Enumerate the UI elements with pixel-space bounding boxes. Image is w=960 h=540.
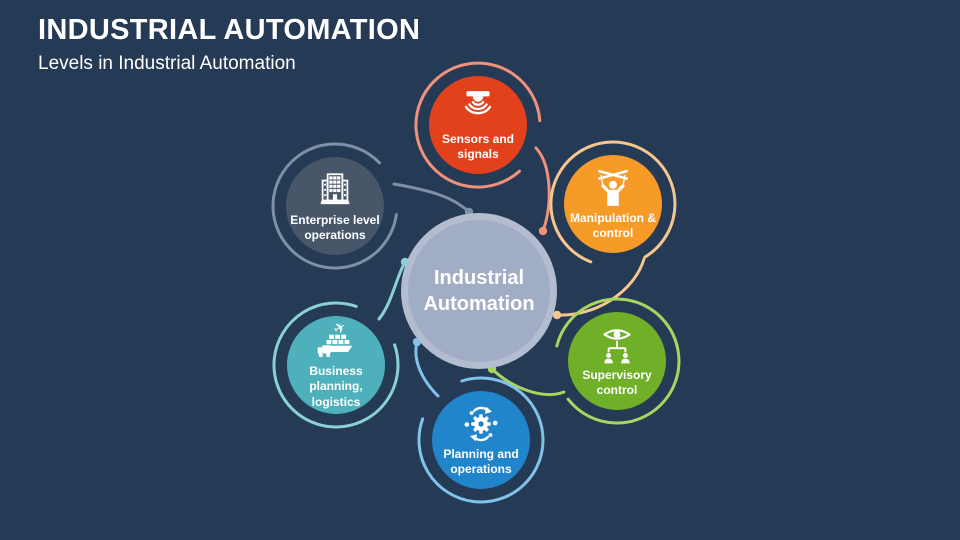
gear-sync-icon — [464, 406, 498, 442]
center-node: Industrial Automation — [401, 213, 557, 369]
ring-business — [272, 301, 400, 429]
connector-enterprise — [392, 182, 471, 214]
ring-planning — [417, 376, 545, 504]
connector-end-manipulation — [552, 310, 562, 320]
connector-planning — [414, 340, 440, 398]
node-manipulation: Manipulation & control — [560, 151, 666, 257]
page-title: INDUSTRIAL AUTOMATION — [38, 14, 421, 46]
page-subtitle: Levels in Industrial Automation — [38, 53, 296, 75]
building-icon — [320, 173, 350, 205]
ring-enterprise — [271, 142, 398, 270]
node-supervisory: Supervisory control — [564, 308, 670, 414]
ring-supervisory — [555, 297, 681, 425]
node-business-label: Business planning, logistics — [309, 364, 363, 409]
node-enterprise-label: Enterprise level operations — [290, 212, 380, 242]
title-block: INDUSTRIAL AUTOMATION Levels in Industri… — [38, 14, 420, 76]
ring-sensors — [414, 61, 542, 189]
node-sensors: Sensors and signals — [425, 72, 531, 178]
ring-manipulation — [549, 140, 677, 264]
node-planning-label: Planning and operations — [443, 446, 519, 476]
node-business: ✈ Business planning, logistics — [283, 312, 389, 418]
marionette-icon — [598, 169, 628, 206]
node-manipulation-label: Manipulation & control — [570, 210, 656, 240]
logistics-icon: ✈ — [317, 320, 353, 358]
node-sensors-label: Sensors and signals — [441, 131, 515, 161]
sensor-icon — [464, 91, 492, 115]
center-node-label: Industrial Automation — [423, 267, 535, 315]
connector-sensors — [534, 146, 551, 233]
connector-end-sensors — [538, 226, 548, 236]
connector-supervisory — [490, 367, 566, 397]
node-planning: Planning and operations — [428, 387, 534, 493]
node-supervisory-label: Supervisory control — [582, 367, 652, 397]
connector-manipulation — [555, 257, 646, 317]
svg-text:✈: ✈ — [331, 320, 350, 339]
connector-business — [377, 260, 407, 321]
node-enterprise: Enterprise level operations — [282, 153, 388, 259]
eye-hierarchy-icon — [603, 329, 631, 364]
